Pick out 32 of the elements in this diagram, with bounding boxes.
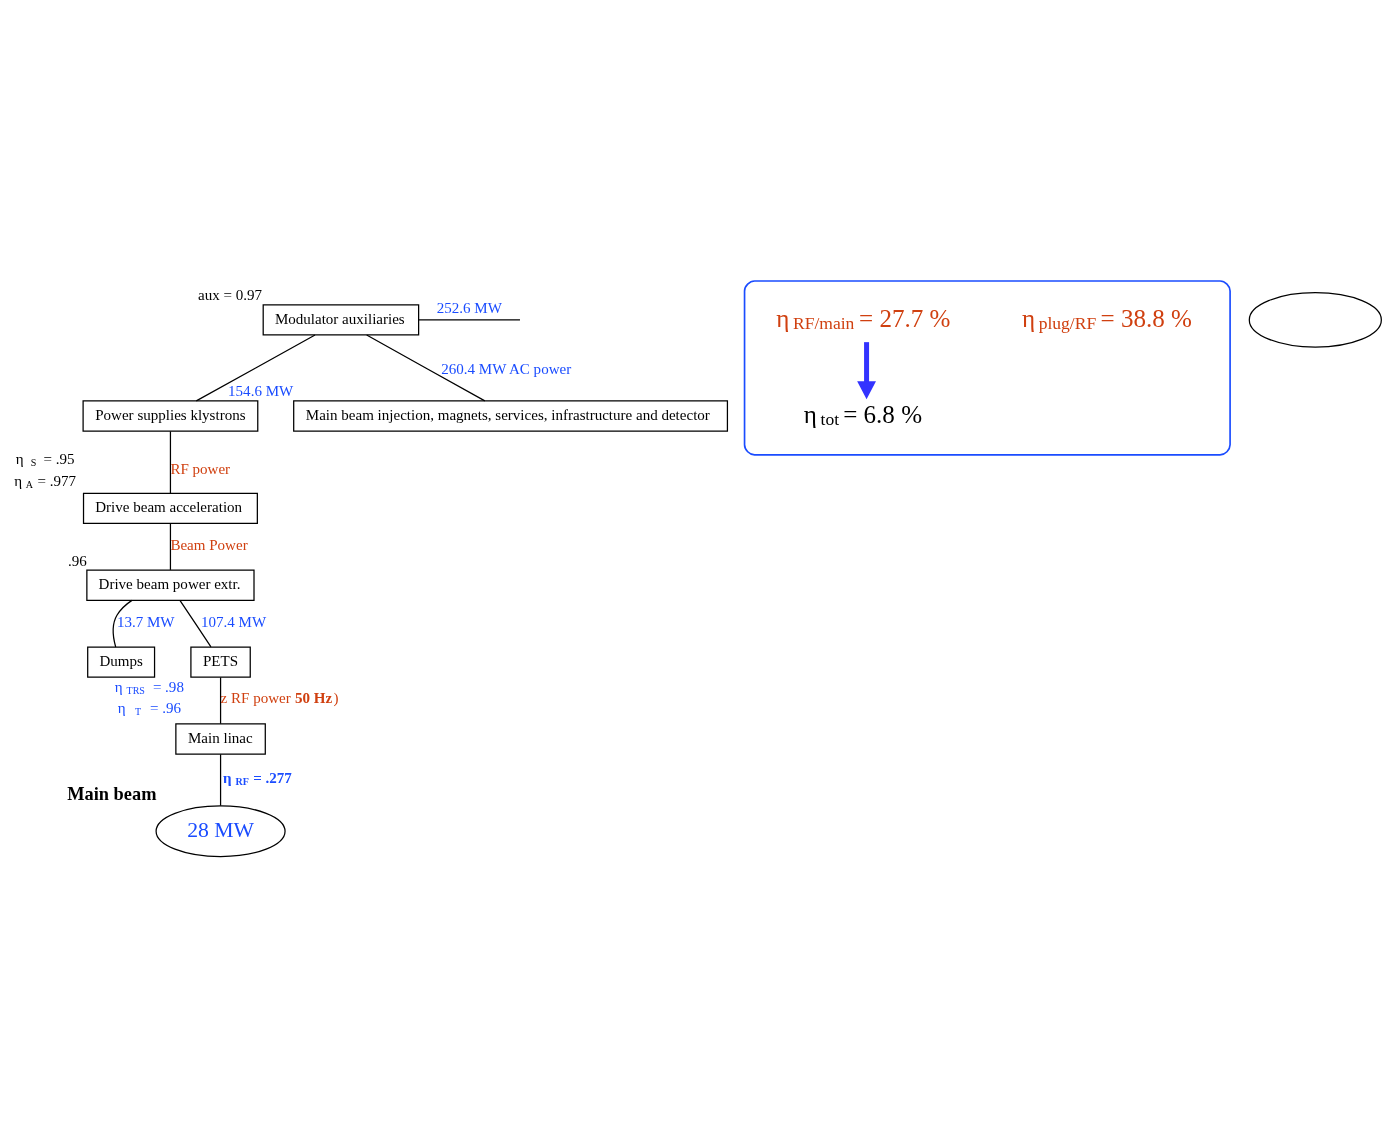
node-box: Dumps xyxy=(87,646,156,678)
node-box: PETS xyxy=(190,646,251,678)
connector xyxy=(195,334,316,402)
edge-label: z RF power 50 Hz) xyxy=(220,690,339,707)
edge-label: 13.7 MW xyxy=(116,614,175,631)
connector xyxy=(219,676,222,725)
connector xyxy=(418,319,521,321)
connector xyxy=(179,599,212,648)
edge-label: RF power xyxy=(170,460,231,477)
connector xyxy=(112,599,133,648)
node-label: Main beam xyxy=(67,783,157,804)
edge-label: Beam Power xyxy=(170,537,248,554)
node-label: 154.6 MW xyxy=(228,383,294,400)
node-box: Main beam injection, magnets, services, infrastructure and detector xyxy=(293,400,729,432)
connector xyxy=(366,334,486,402)
node-box: Modulator auxiliaries xyxy=(262,304,420,336)
connector xyxy=(169,523,172,571)
node-ellipse xyxy=(1248,292,1382,348)
node-label: .96 xyxy=(68,552,87,569)
node-box: Power supplies klystrons xyxy=(82,400,259,432)
node-box: Main linac xyxy=(175,723,266,755)
connector xyxy=(219,753,222,807)
edge-label: 252.6 MW xyxy=(436,299,502,316)
node-box: Drive beam acceleration xyxy=(82,492,258,524)
edge-label: 107.4 MW xyxy=(200,614,267,631)
node-ellipse: 28 MW xyxy=(155,805,286,858)
cluster xyxy=(743,280,1231,456)
connector xyxy=(169,430,172,494)
node-box: Drive beam power extr. xyxy=(86,569,255,601)
node-label: aux = 0.97 xyxy=(198,287,263,304)
arrow xyxy=(857,342,876,400)
edge-label: 260.4 MW AC power xyxy=(441,361,572,378)
